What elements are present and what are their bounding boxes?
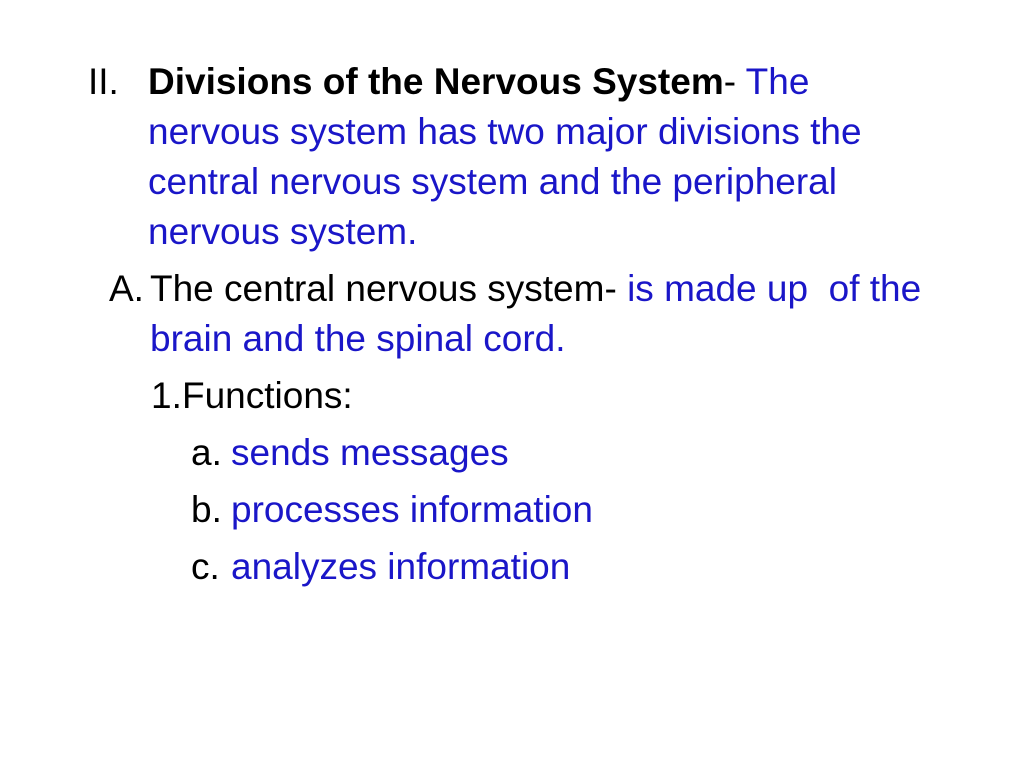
outline-text-lower-c: analyzes information — [231, 542, 1024, 592]
outline-content: II. Divisions of the Nervous System- The… — [0, 57, 1024, 592]
outline-text-ii: Divisions of the Nervous System- The ner… — [148, 57, 938, 257]
outline-text-lower-a: sends messages — [231, 428, 1024, 478]
heading-functions: Functions: — [182, 375, 353, 416]
outline-text-1: Functions: — [182, 371, 1024, 421]
outline-item-lower-b: b. processes information — [0, 485, 1024, 535]
outline-marker-lower-a: a. — [191, 432, 222, 473]
outline-text-lower-b: processes information — [231, 485, 1024, 535]
detail-nervous-system-divisions: The nervous system has two major divisio… — [148, 61, 872, 252]
detail-processes-information: processes information — [231, 489, 593, 530]
heading-central-nervous-system: The central nervous system- — [150, 268, 628, 309]
detail-central-nervous-system: is made up of the brain and the spinal c… — [150, 268, 932, 359]
detail-analyzes-information: analyzes information — [231, 546, 571, 587]
outline-text-a: The central nervous system- is made up o… — [150, 264, 940, 364]
outline-item-roman-ii: II. Divisions of the Nervous System- The… — [0, 57, 1024, 257]
outline-item-number-1: 1. Functions: — [0, 371, 1024, 421]
heading-dash-separator: - — [723, 61, 746, 102]
heading-divisions-of-the-nervous-system: Divisions of the Nervous System — [148, 61, 724, 102]
outline-marker-ii: II. — [88, 61, 119, 102]
outline-marker-1: 1. — [151, 375, 182, 416]
outline-item-lower-c: c. analyzes information — [0, 542, 1024, 592]
outline-marker-lower-b: b. — [191, 489, 222, 530]
outline-marker-lower-c: c. — [191, 546, 220, 587]
outline-marker-a: A. — [109, 268, 144, 309]
detail-sends-messages: sends messages — [231, 432, 509, 473]
outline-item-lower-a: a. sends messages — [0, 428, 1024, 478]
outline-item-alpha-a: A. The central nervous system- is made u… — [0, 264, 1024, 364]
